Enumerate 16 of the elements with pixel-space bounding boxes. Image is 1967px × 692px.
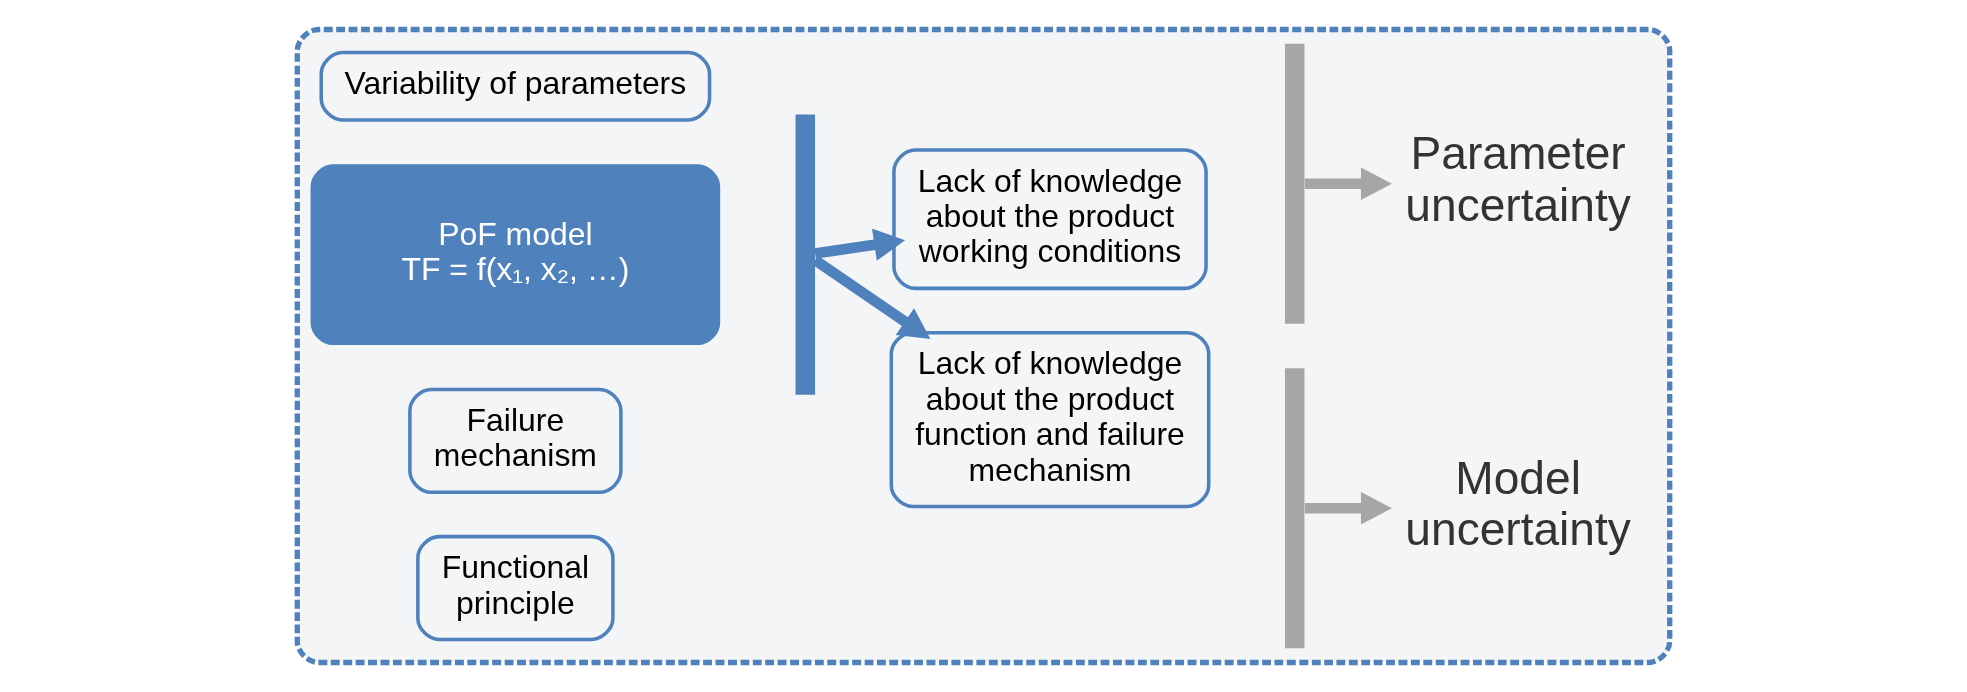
cluster (294, 26, 1673, 666)
node-bar (1284, 368, 1305, 649)
node-box: Lack of knowledge about the product working conditions (892, 148, 1208, 291)
node-box: Variability of parameters (319, 50, 712, 122)
arrow (1304, 492, 1392, 525)
node-bar (795, 114, 816, 395)
node-text: Parameter uncertainty (1405, 127, 1631, 231)
arrow (814, 228, 906, 261)
node-box: Lack of knowledge about the product function and failure mechanism (889, 330, 1211, 509)
arrow (1304, 167, 1392, 200)
node-text: Model uncertainty (1405, 451, 1631, 556)
node-box: Functional principle (416, 534, 615, 642)
node-box: Failure mechanism (408, 387, 623, 495)
arrow (812, 255, 931, 340)
node-bar (1284, 43, 1305, 324)
node-box: PoF model TF = f(x₁, x₂, …) (310, 164, 721, 346)
